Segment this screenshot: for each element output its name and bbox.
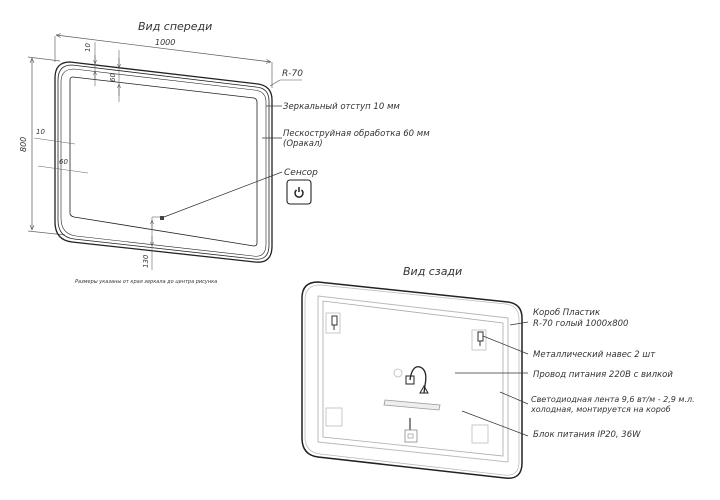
dimension-sensor: 130 <box>142 171 283 270</box>
dim-left-offset-label: 10 <box>36 128 45 136</box>
callout-hanger: Металлический навес 2 шт <box>533 350 656 360</box>
dimension-top-offsets: 10 60 <box>84 42 119 102</box>
hanger-left <box>325 312 341 334</box>
mirror-front-outline <box>54 61 273 263</box>
callout-sensor: Сенсор <box>284 168 318 178</box>
back-view: Вид сзади <box>301 265 695 479</box>
led-strip <box>383 399 441 411</box>
radius-label: R-70 <box>282 69 303 79</box>
dim-width-label: 1000 <box>155 38 175 47</box>
callout-power-cord: Провод питания 220В с вилкой <box>533 370 673 380</box>
hanger-right <box>471 329 487 351</box>
power-cord <box>393 366 429 394</box>
back-view-title: Вид сзади <box>403 265 462 278</box>
callout-box-2: R-70 голый 1000х800 <box>533 319 628 329</box>
pad-bottom-right <box>471 424 489 444</box>
dimension-width: 1000 <box>54 35 273 88</box>
dim-top-offset-label: 10 <box>84 43 92 52</box>
dim-sensor-label: 130 <box>142 254 150 268</box>
callout-sandblast-1: Пескоструйная обработка 60 мм <box>283 129 430 139</box>
dim-left-sandblast-label: 60 <box>59 158 68 166</box>
front-view-title: Вид спереди <box>138 20 212 33</box>
back-frame-outer <box>301 281 523 479</box>
plastic-box <box>317 295 509 463</box>
power-icon <box>294 187 304 198</box>
callout-box-1: Короб Пластик <box>533 308 601 318</box>
sensor-marker <box>160 216 164 220</box>
callout-mirror-offset: Зеркальный отступ 10 мм <box>283 102 400 112</box>
pad-bottom-left <box>325 407 343 427</box>
callout-sandblast-2: (Оракал) <box>283 139 323 149</box>
front-view: Вид спереди 1000 800 10 <box>19 20 430 285</box>
dim-height-label: 800 <box>19 137 28 152</box>
dimension-left-offsets: 10 60 <box>33 128 89 174</box>
callout-led-2: холодная, монтируется на короб <box>530 405 671 414</box>
power-supply <box>404 418 418 443</box>
dimension-height: 800 <box>19 56 66 236</box>
dim-top-sandblast-label: 60 <box>109 73 117 82</box>
sensor-button <box>286 179 312 205</box>
dimensions-note: Размеры указаны от края зеркала до центр… <box>75 279 217 285</box>
callout-led-1: Светодиодная лента 9,6 вт/м - 2,9 м.л. <box>531 395 695 404</box>
callout-psu: Блок питания IP20, 36W <box>533 430 641 440</box>
